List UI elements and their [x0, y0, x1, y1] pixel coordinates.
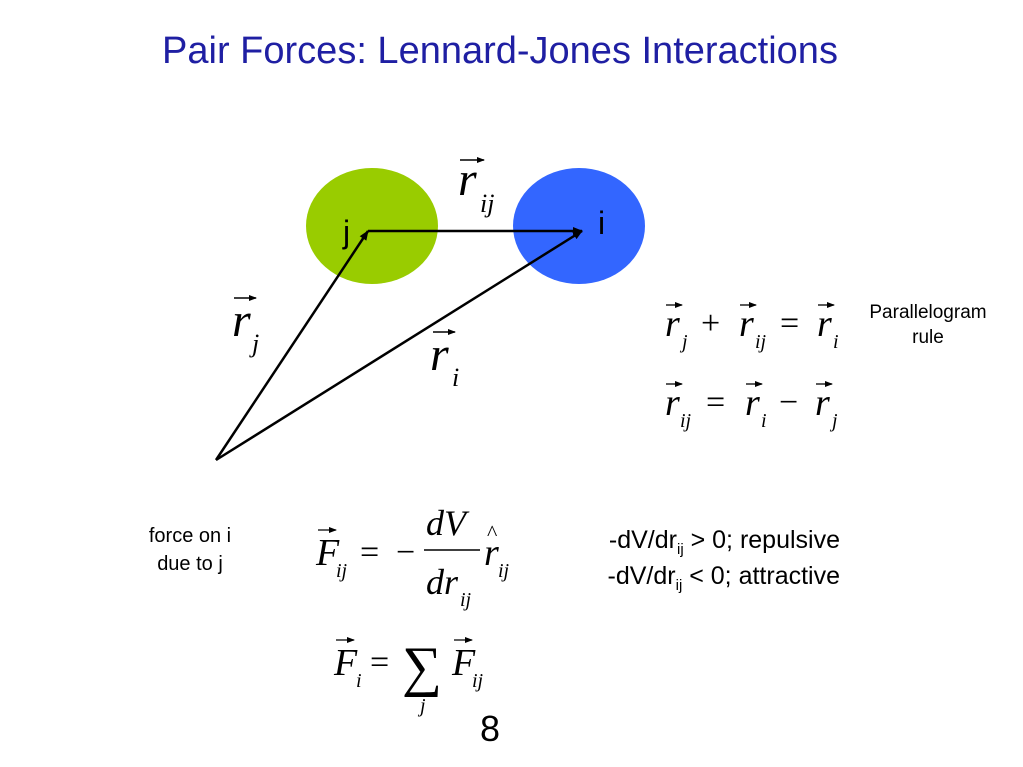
- svg-text:r: r: [745, 382, 760, 424]
- vector-ri-arrow: [215, 229, 583, 462]
- svg-text:−: −: [779, 384, 798, 421]
- parallelogram-note: Parallelogram rule: [869, 302, 987, 348]
- svg-text:r: r: [665, 382, 680, 424]
- svg-text:ij: ij: [336, 560, 348, 582]
- hat-symbol: ^: [487, 520, 498, 545]
- svg-text:i: i: [833, 331, 839, 353]
- svg-text:j: j: [829, 410, 838, 432]
- svg-text:=: =: [370, 644, 389, 681]
- equation-force-pair: F ij = − dV dr ij ^ r ij: [315, 503, 510, 611]
- particle-i-label: i: [598, 205, 605, 241]
- svg-text:ij: ij: [755, 331, 767, 353]
- condition-repulsive: -dV/drij > 0; repulsive: [608, 526, 840, 558]
- svg-text:F: F: [451, 642, 476, 684]
- svg-text:F: F: [333, 642, 358, 684]
- svg-text:i: i: [761, 410, 767, 432]
- force-note: force on i due to j: [148, 525, 232, 575]
- svg-text:dr: dr: [426, 562, 459, 602]
- svg-text:r: r: [232, 294, 251, 347]
- particle-i-circle: [513, 168, 645, 284]
- svg-text:F: F: [315, 532, 340, 574]
- svg-text:r: r: [817, 303, 832, 345]
- svg-text:r: r: [815, 382, 830, 424]
- svg-text:ij: ij: [472, 670, 484, 692]
- svg-text:r: r: [484, 532, 499, 574]
- svg-text:r: r: [458, 153, 477, 206]
- svg-text:ij: ij: [498, 560, 510, 582]
- vector-rj-arrow: [214, 230, 370, 461]
- svg-text:j: j: [679, 331, 688, 353]
- svg-text:j: j: [249, 329, 259, 358]
- svg-text:r: r: [430, 328, 449, 381]
- condition-attractive: -dV/drij < 0; attractive: [607, 562, 840, 594]
- svg-text:i: i: [452, 363, 459, 392]
- svg-text:r: r: [665, 303, 680, 345]
- svg-text:∑: ∑: [402, 636, 442, 698]
- equation-vector-difference: r ij = r i − r j: [665, 381, 838, 432]
- svg-text:ij: ij: [480, 189, 494, 218]
- svg-text:+: +: [701, 305, 720, 342]
- svg-text:ij: ij: [680, 410, 692, 432]
- svg-text:=: =: [360, 534, 379, 571]
- svg-text:=: =: [780, 305, 799, 342]
- particle-j-label: j: [342, 214, 350, 250]
- svg-text:−: −: [396, 534, 415, 571]
- svg-text:=: =: [706, 384, 725, 421]
- svg-text:i: i: [356, 670, 362, 692]
- page-number: 8: [479, 708, 501, 749]
- svg-text:dV: dV: [426, 503, 470, 543]
- label-rj: r j: [232, 294, 259, 358]
- slide-title: Pair Forces: Lennard-Jones Interactions: [162, 30, 838, 72]
- equation-vector-sum: r j + r ij = r i: [665, 302, 839, 353]
- svg-text:ij: ij: [460, 589, 472, 611]
- svg-text:r: r: [739, 303, 754, 345]
- particle-j-circle: [306, 168, 438, 284]
- equation-total-force: F i = ∑ j F ij: [333, 636, 484, 717]
- label-ri: r i: [430, 328, 459, 392]
- label-rij: r ij: [458, 153, 494, 218]
- svg-text:j: j: [417, 695, 426, 717]
